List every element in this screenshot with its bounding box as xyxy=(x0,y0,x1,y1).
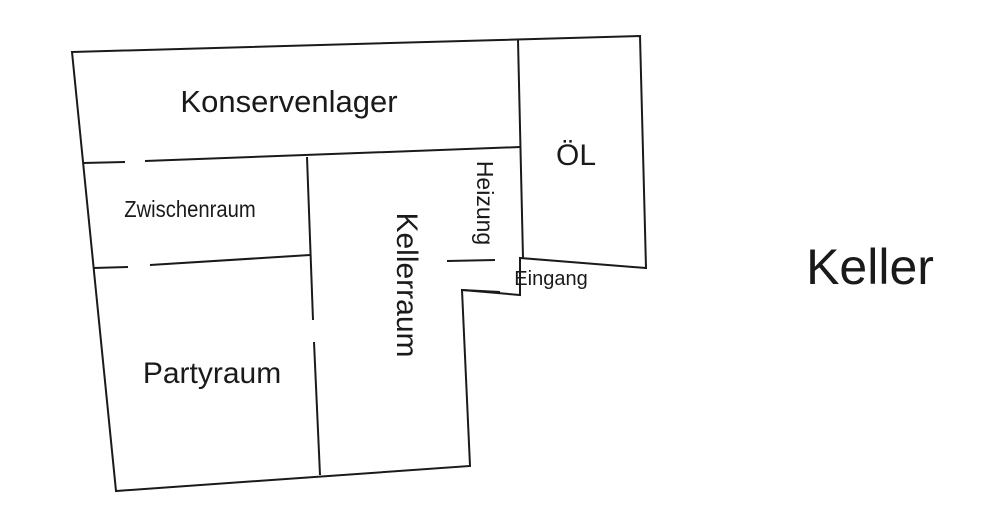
room-label-eingang: Eingang xyxy=(514,268,587,290)
konservenlager-bottom-wall xyxy=(82,146,521,164)
outer-wall xyxy=(70,34,648,493)
room-label-partyraum: Partyraum xyxy=(143,357,281,390)
room-label-konservenlager: Konservenlager xyxy=(180,84,397,119)
oel-left-wall xyxy=(517,39,524,259)
room-label-kellerraum: Kellerraum xyxy=(390,212,423,357)
heizung-bottom-wall xyxy=(446,259,496,262)
room-label-zwischenraum: Zwischenraum xyxy=(124,196,256,223)
eingang-threshold xyxy=(461,289,501,293)
room-label-heizung: Heizung xyxy=(472,161,498,245)
plan-title: Keller xyxy=(806,239,934,295)
zwischenraum-bottom-wall xyxy=(92,254,311,269)
room-label-oel: ÖL xyxy=(556,139,596,172)
kellerraum-left-wall xyxy=(306,156,321,476)
